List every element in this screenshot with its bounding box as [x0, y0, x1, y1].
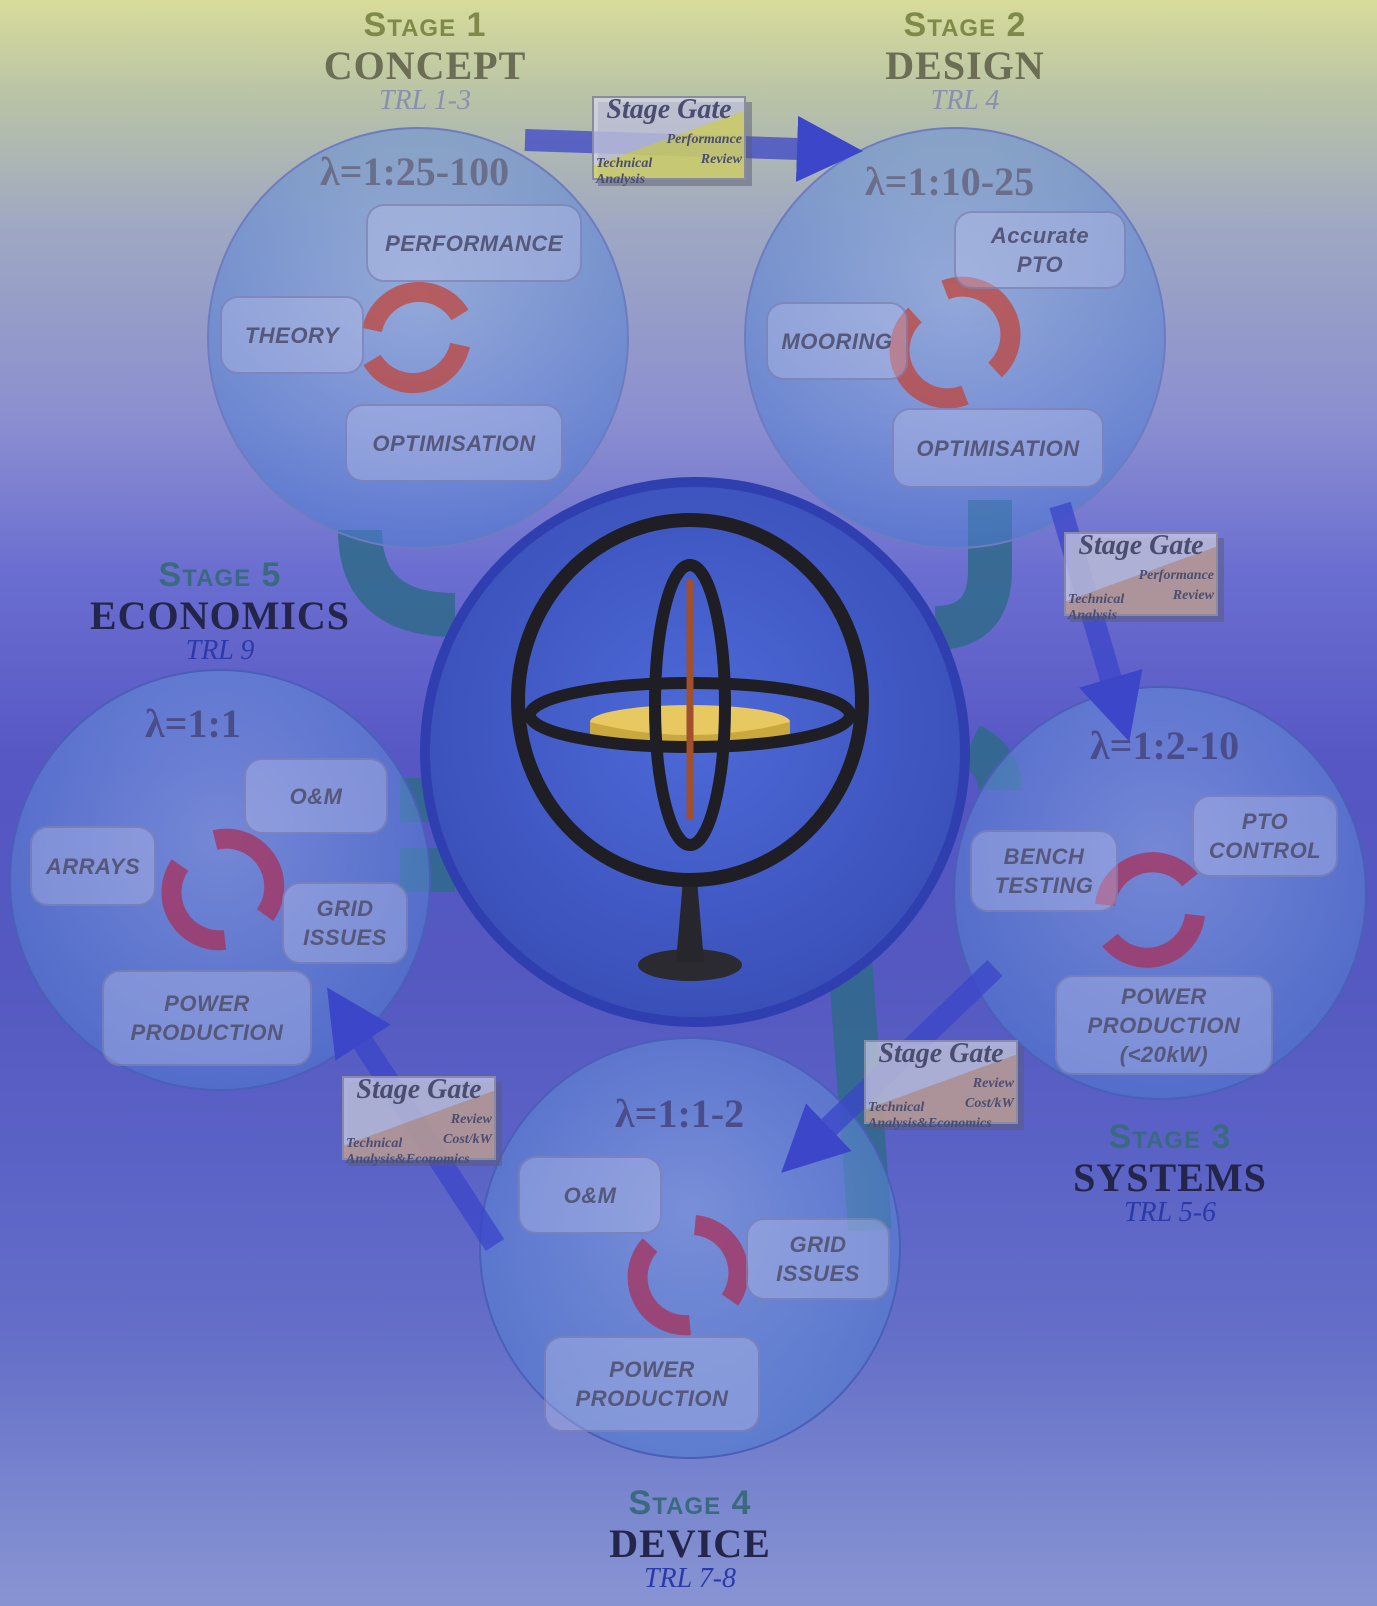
- gyroscope-emblem: [420, 477, 970, 1027]
- stage-trl: TRL 7-8: [643, 1563, 737, 1594]
- gate-line-a: Review: [972, 1076, 1014, 1091]
- gate-line-d: Analysis&Economics: [868, 1116, 992, 1131]
- stage4-item-power-production: POWER PRODUCTION: [544, 1336, 760, 1432]
- gate-line-c: Technical: [1068, 592, 1125, 607]
- stage5-scale: λ=1:1: [145, 701, 241, 746]
- stage5-item-power-production: POWER PRODUCTION: [102, 970, 312, 1066]
- stage2-item-accurate-pto: Accurate PTO: [954, 211, 1126, 289]
- stage-name: SYSTEMS: [1073, 1155, 1267, 1200]
- stage2-circle: [744, 127, 1166, 549]
- stage-gate-4-5: Stage Gate Review Cost/kW Technical Anal…: [342, 1074, 502, 1167]
- gate-title: Stage Gate: [356, 1074, 482, 1105]
- stage-number: Stage 3: [1108, 1118, 1232, 1156]
- gate-line-b: Cost/kW: [442, 1132, 492, 1147]
- stage-number: Stage 1: [363, 6, 487, 44]
- stage2-title: Stage 2 DESIGN TRL 4: [845, 6, 1085, 115]
- gate-title: Stage Gate: [1078, 530, 1204, 561]
- gate-line-c: Technical: [596, 156, 653, 171]
- stage-trl: TRL 4: [930, 85, 1000, 116]
- stage4-item-grid-issues: GRID ISSUES: [746, 1218, 890, 1300]
- gate-line-c: Technical: [868, 1100, 925, 1115]
- stage-number: Stage 5: [158, 556, 282, 594]
- stage1-title: Stage 1 CONCEPT TRL 1-3: [305, 6, 545, 115]
- stage1-item-optimisation: OPTIMISATION: [345, 404, 563, 482]
- stage3-item-power-production: POWER PRODUCTION (<20kW): [1055, 975, 1273, 1075]
- stage4-scale: λ=1:1-2: [615, 1091, 745, 1136]
- gate-line-b: Review: [1172, 588, 1214, 603]
- stage4-item-om: O&M: [518, 1156, 662, 1234]
- cycle-icon: [627, 1215, 749, 1336]
- gate-line-a: Review: [450, 1112, 492, 1127]
- stage1-scale: λ=1:25-100: [320, 149, 510, 194]
- gate-line-b: Review: [700, 152, 742, 167]
- cycle-icon: [362, 281, 470, 394]
- stage5-item-om: O&M: [244, 758, 388, 834]
- stage1-circle: [207, 127, 629, 549]
- cycle-icon: [1095, 852, 1205, 968]
- stage-trl: TRL 5-6: [1123, 1197, 1217, 1228]
- stage3-item-pto-control: PTO CONTROL: [1192, 795, 1338, 877]
- stage-gate-3-4: Stage Gate Review Cost/kW Technical Anal…: [864, 1038, 1024, 1131]
- stage-trl: TRL 9: [185, 635, 255, 666]
- stage4-title: Stage 4 DEVICE TRL 7-8: [570, 1484, 810, 1593]
- stage-trl: TRL 1-3: [378, 85, 472, 116]
- gate-line-d: Analysis: [1068, 608, 1118, 623]
- gate-line-d: Analysis&Economics: [346, 1152, 470, 1167]
- stage-gate-2-3: Stage Gate Performance Review Technical …: [1064, 530, 1224, 623]
- stage1-item-theory: THEORY: [220, 296, 364, 374]
- gate-line-b: Cost/kW: [964, 1096, 1014, 1111]
- stage3-item-bench-testing: BENCH TESTING: [970, 830, 1118, 912]
- stage-number: Stage 4: [628, 1484, 752, 1522]
- stage-name: CONCEPT: [323, 43, 527, 88]
- stage2-scale: λ=1:10-25: [865, 159, 1035, 204]
- stage5-item-grid-issues: GRID ISSUES: [282, 882, 408, 964]
- stage-gate-1-2: Stage Gate Performance Review Technical …: [592, 94, 752, 187]
- stage3-title: Stage 3 SYSTEMS TRL 5-6: [1040, 1118, 1300, 1227]
- gate-title: Stage Gate: [606, 94, 732, 125]
- stage5-title: Stage 5 ECONOMICS TRL 9: [80, 556, 360, 665]
- stage3-scale: λ=1:2-10: [1090, 723, 1240, 768]
- gate-title: Stage Gate: [878, 1038, 1004, 1069]
- stage2-item-mooring: MOORING: [766, 302, 908, 380]
- stage3-circle: [953, 686, 1367, 1100]
- gate-line-d: Analysis: [596, 172, 646, 187]
- stage1-item-performance: PERFORMANCE: [366, 204, 582, 282]
- stage2-item-optimisation: OPTIMISATION: [892, 408, 1104, 488]
- stage-name: ECONOMICS: [89, 593, 351, 638]
- stage-name: DEVICE: [609, 1521, 771, 1566]
- gate-line-a: Performance: [1138, 568, 1214, 583]
- gate-line-a: Performance: [666, 132, 742, 147]
- stage5-item-arrays: ARRAYS: [30, 826, 156, 906]
- stage-name: DESIGN: [885, 43, 1045, 88]
- cycle-icon: [161, 828, 285, 951]
- stage-number: Stage 2: [903, 6, 1027, 44]
- gate-line-c: Technical: [346, 1136, 403, 1151]
